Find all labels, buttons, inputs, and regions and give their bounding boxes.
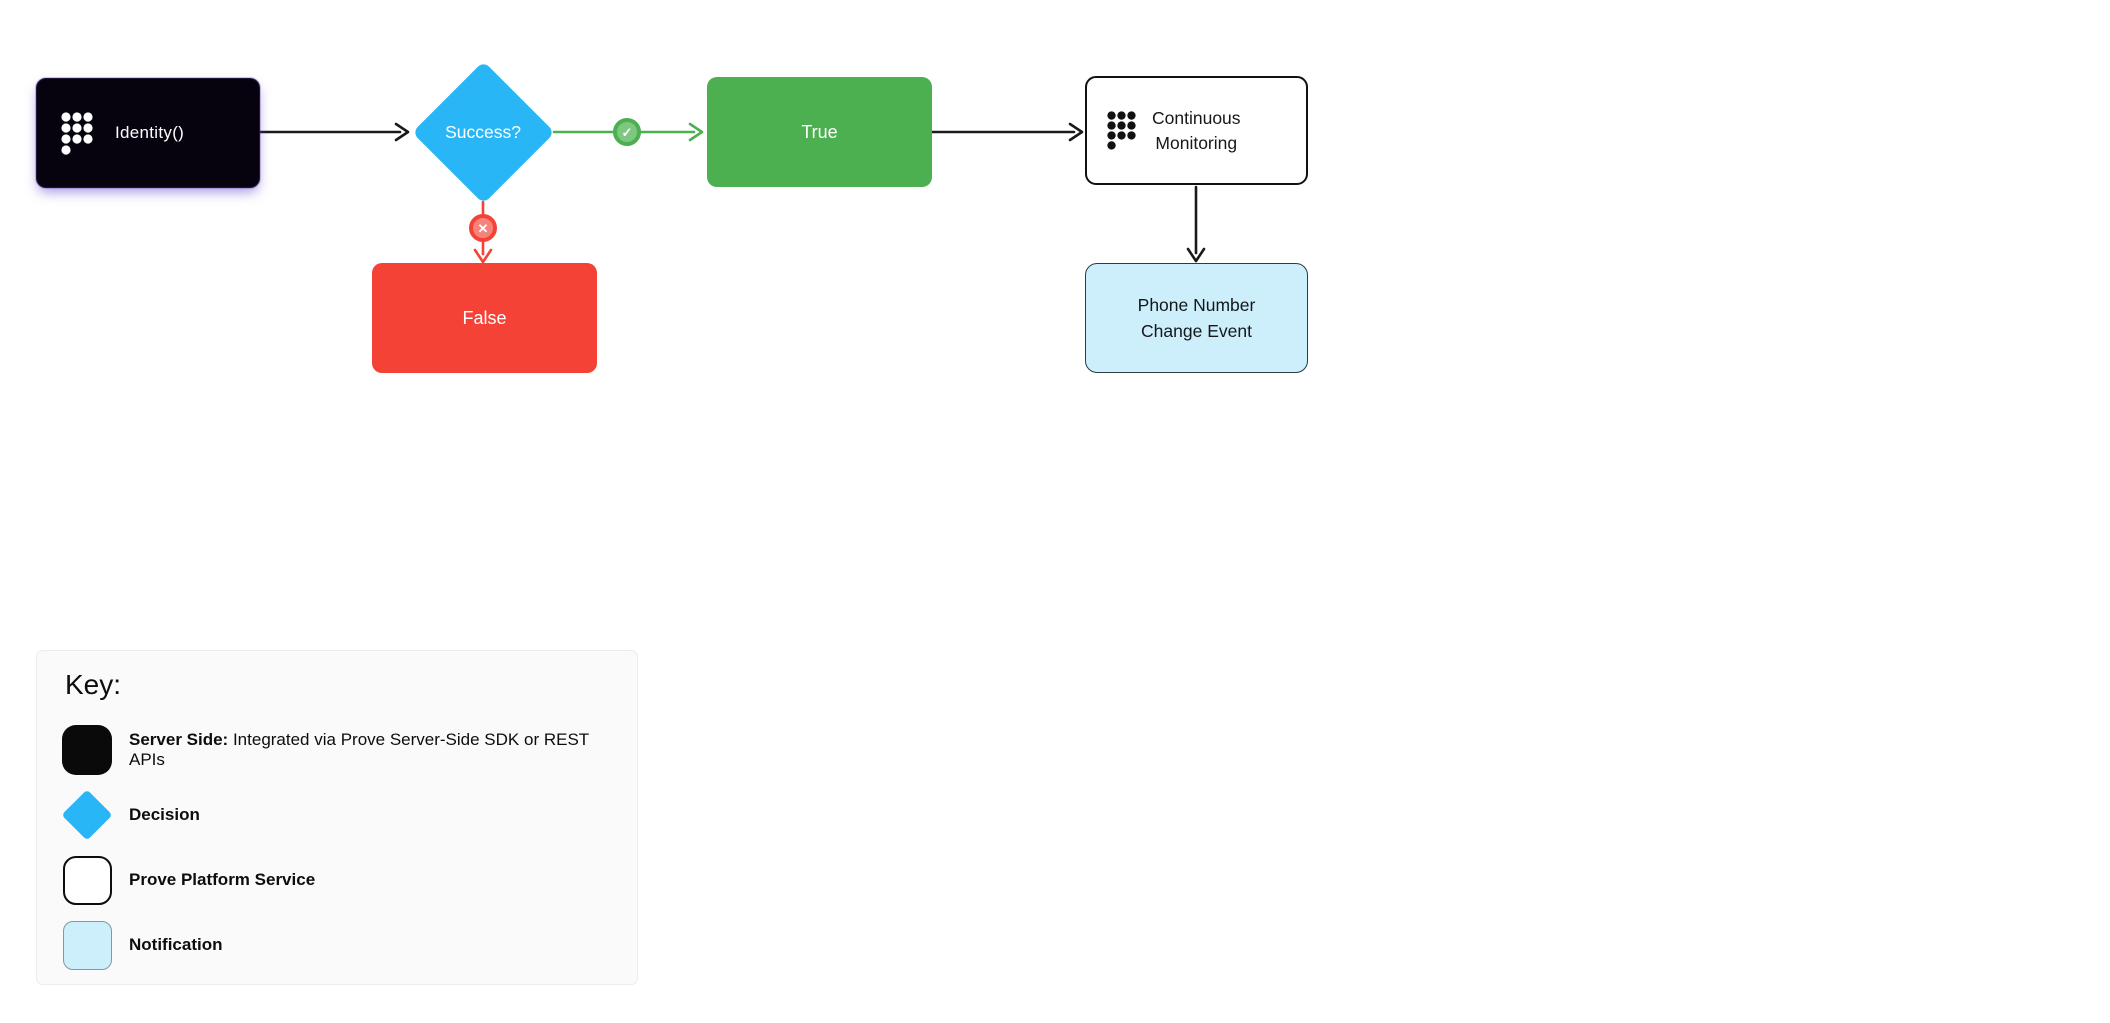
edge-identity-to-decision: [258, 122, 410, 142]
node-continuous-monitoring: Continuous Monitoring: [1085, 76, 1308, 185]
legend-label-bold: Prove Platform Service: [129, 870, 316, 889]
node-decision: Success?: [411, 60, 555, 204]
node-true: True: [707, 77, 932, 187]
node-identity-label: Identity(): [115, 123, 185, 142]
node-phone-number-change-event: Phone Number Change Event: [1085, 263, 1308, 373]
legend-label-bold: Decision: [129, 805, 200, 824]
server-side-swatch-icon: [62, 725, 112, 775]
platform-swatch-icon: [62, 855, 112, 905]
node-false-label: False: [462, 307, 507, 328]
decision-swatch-cell: [61, 789, 113, 841]
success-check-icon: ✓: [613, 118, 641, 146]
notification-swatch-cell: [62, 920, 112, 970]
legend-item-label: Decision: [129, 805, 200, 825]
legend-item-server-side: Server Side: Integrated via Prove Server…: [62, 725, 613, 775]
legend-item-label: Prove Platform Service: [129, 870, 315, 890]
notification-swatch-icon: [62, 920, 112, 970]
edge-true-to-monitoring: [930, 122, 1084, 142]
prove-logo-icon: [1107, 111, 1136, 150]
check-glyph: ✓: [621, 124, 633, 140]
edge-monitoring-to-phone-event: [1186, 185, 1206, 263]
legend-label-bold: Notification: [129, 935, 223, 954]
legend-item-label: Notification: [129, 935, 223, 955]
legend-item-decision: Decision: [61, 789, 613, 841]
node-phone-number-change-event-label: Phone Number Change Event: [1138, 292, 1256, 345]
legend-panel: Key: Server Side: Integrated via Prove S…: [36, 650, 638, 985]
legend-rows: Server Side: Integrated via Prove Server…: [61, 725, 613, 970]
legend-label-bold: Server Side:: [129, 730, 229, 749]
x-glyph: ✕: [477, 220, 489, 236]
node-identity: Identity(): [36, 78, 260, 188]
node-true-label: True: [801, 121, 838, 142]
label-line-1: Phone Number: [1137, 294, 1256, 315]
label-line-2: Monitoring: [1155, 132, 1238, 153]
legend-label-rest: Integrated via Prove Server-Side SDK or …: [129, 730, 589, 769]
label-line-2: Change Event: [1141, 321, 1252, 341]
prove-logo-icon: [61, 111, 93, 155]
legend-item-prove-platform-service: Prove Platform Service: [62, 855, 613, 905]
legend-title: Key:: [65, 669, 122, 700]
failure-x-icon: ✕: [469, 214, 497, 242]
server-side-swatch-cell: [62, 725, 112, 775]
label-line-1: Continuous: [1152, 108, 1241, 128]
legend-item-notification: Notification: [62, 920, 613, 970]
decision-swatch-icon: [61, 789, 113, 841]
node-continuous-monitoring-label: Continuous Monitoring: [1152, 106, 1241, 155]
node-decision-label: Success?: [445, 121, 521, 142]
platform-swatch-cell: [62, 855, 112, 905]
node-false: False: [372, 263, 597, 373]
legend-item-label: Server Side: Integrated via Prove Server…: [129, 730, 613, 770]
